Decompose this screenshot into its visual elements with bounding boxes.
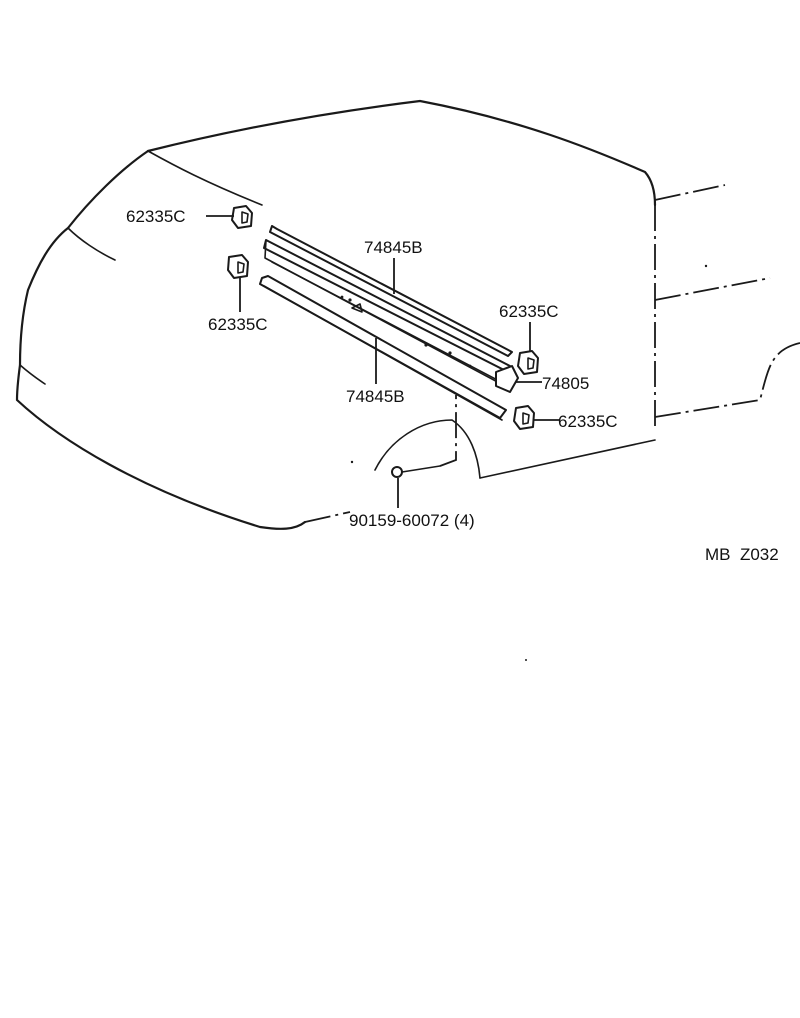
molding-lower-icon — [259, 275, 507, 421]
callout-clip-left: 62335C — [208, 315, 268, 334]
diagram-code: MB Z032 — [705, 545, 779, 564]
clip-right-lower-icon — [513, 405, 535, 430]
vehicle-body-outline — [15, 99, 800, 530]
callout-molding-lower: 74845B — [346, 387, 405, 406]
bracket-icon — [495, 365, 519, 393]
clip-left-icon — [227, 254, 249, 279]
leader-lines — [206, 215, 560, 508]
callout-screw: 90159-60072 (4) — [349, 511, 475, 530]
callout-clip-top-left: 62335C — [126, 207, 186, 226]
molding-upper-icon — [263, 225, 513, 387]
callout-clip-right-upper: 62335C — [499, 302, 559, 321]
callout-bracket: 74805 — [542, 374, 589, 393]
clip-top-left-icon — [231, 205, 253, 229]
clip-right-upper-icon — [517, 350, 539, 375]
callout-clip-right-lower: 62335C — [558, 412, 618, 431]
callout-molding-upper: 74845B — [364, 238, 423, 257]
screw-icon — [391, 395, 457, 478]
